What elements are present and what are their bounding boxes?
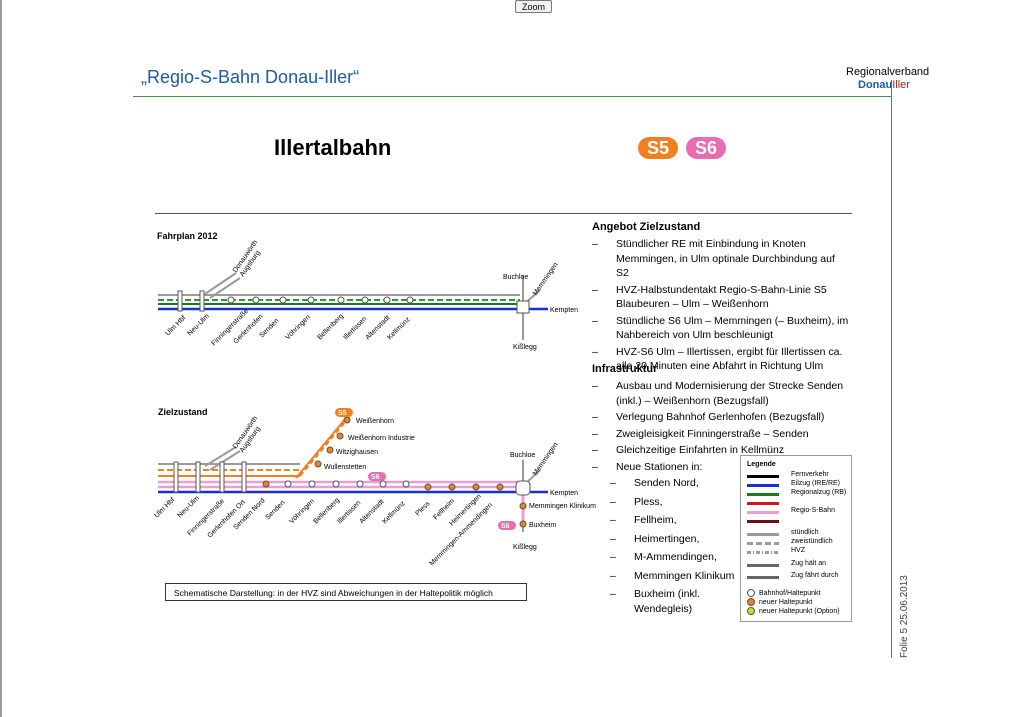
legend-neuer-haltepunkt: neuer Haltepunkt [747,597,847,609]
content-rule [155,213,852,214]
legend-zug-haelt: Zug hält an [747,559,847,571]
angebot-item: HVZ-Halbstundentakt Regio-S-Bahn-Linie S… [592,283,850,312]
new-stations-list: Senden Nord, Pless, Fellheim, Heimerting… [592,476,850,616]
svg-text:Wullenstetten: Wullenstetten [324,464,366,471]
header-rule [133,96,891,97]
infra-heading: Infrastruktur [592,363,658,375]
svg-text:S6: S6 [501,523,510,530]
schematic-note: Schematische Darstellung: in der HVZ sin… [165,583,527,601]
angebot-list: Stündlicher RE mit Einbindung in Knoten … [592,237,850,376]
side-rule [891,80,892,658]
fahrplan-title: Fahrplan 2012 [157,231,218,241]
legend-regionalzug: Regionalzug (RB) [747,488,847,500]
svg-text:S5: S5 [338,410,347,417]
legend-zweistuendlich: zweistündlich [747,537,847,549]
svg-text:Ulm Hbf: Ulm Hbf [164,315,187,338]
svg-text:Pless: Pless [414,500,431,517]
svg-text:Kißlegg: Kißlegg [513,344,537,351]
svg-text:Witzighausen: Witzighausen [336,449,378,456]
svg-text:Kempten: Kempten [550,307,578,314]
legend-eilzug: Eilzug (IRE/RE) [747,479,847,491]
window-edge [0,0,2,717]
legend-title: Legende [747,461,776,468]
s5-badge: S5 [638,137,678,159]
schematic-bottom: Ulm Hbf Neu-Ulm Finningerstraße Gerlenho… [153,408,596,567]
angebot-item: Stündlicher RE mit Einbindung in Knoten … [592,237,850,281]
svg-text:Kißlegg: Kißlegg [513,544,537,551]
legend-fernverkehr: Fernverkehr [747,470,847,482]
svg-text:Weißenhorn: Weißenhorn [356,418,394,425]
svg-text:Ulm Hbf: Ulm Hbf [153,497,176,520]
new-station: Fellheim, [592,513,850,528]
new-station: Heimertingen, [592,532,850,547]
legend-stuendlich: stündlich [747,528,847,540]
svg-text:Buchloe: Buchloe [510,452,535,459]
zielzustand-title: Zielzustand [158,407,208,417]
new-station: Memmingen Klinikum [592,569,850,584]
main-title: Illertalbahn [274,135,392,160]
svg-text:Memmingen Klinikum: Memmingen Klinikum [529,503,596,510]
svg-text:Buxheim: Buxheim [529,522,556,529]
infra-list: Ausbau und Modernisierung der Strecke Se… [592,379,850,620]
infra-item: Gleichzeitige Einfahrten in Kellmünz [592,443,850,458]
legend-bahnhof: Bahnhof/Haltepunkt [747,588,847,600]
angebot-item: HVZ-S6 Ulm – Illertissen, ergibt für Ill… [592,345,850,374]
s6-badge: S6 [686,137,726,159]
zoom-button[interactable]: Zoom [515,0,552,13]
legend-box: Legende Fernverkehr Eilzug (IRE/RE) Regi… [740,455,852,622]
svg-text:Kellmünz: Kellmünz [381,500,407,526]
svg-text:Weißenhorn Industrie: Weißenhorn Industrie [348,435,415,442]
svg-text:Senden: Senden [264,499,286,521]
svg-text:Neu-Ulm: Neu-Ulm [186,313,211,338]
angebot-heading: Angebot Zielzustand [592,221,701,233]
svg-text:Memmingen: Memmingen [532,441,560,477]
new-station: Pless, [592,495,850,510]
svg-text:Vöhringen: Vöhringen [284,314,312,342]
legend-red-line [747,497,847,509]
new-station: Senden Nord, [592,476,850,491]
svg-text:Bellenberg: Bellenberg [316,313,345,342]
svg-text:Buchloe: Buchloe [503,274,528,281]
infra-item: Zweigleisigkeit Finningerstraße – Senden [592,427,850,442]
new-station: Buxheim (inkl. Wendegleis) [592,587,734,616]
slide-header-title: „Regio-S-Bahn Donau-Iller“ [141,67,360,87]
legend-option: neuer Haltepunkt (Option) [747,606,847,618]
infra-item: Neue Stationen in: Senden Nord, Pless, F… [592,460,850,617]
new-station: M-Ammendingen, [592,550,850,565]
legend-regio-s-bahn: Regio-S-Bahn [747,506,847,518]
infra-item: Ausbau und Modernisierung der Strecke Se… [592,379,850,408]
legend-hvz: HVZ [747,546,847,558]
regionalverband-logo: Regionalverband DonauIller [846,66,930,91]
legend-zug-durch: Zug fährt durch [747,571,847,583]
svg-text:Memmingen: Memmingen [532,261,560,297]
infra-item: Verlegung Bahnhof Gerlenhofen (Bezugsfal… [592,410,850,425]
svg-text:Kempten: Kempten [550,490,578,497]
legend-dark-line [747,515,847,527]
schematic-top: Ulm Hbf Neu-Ulm Finningerstraße Gerlenho… [158,239,578,351]
angebot-item: Stündliche S6 Ulm – Memmingen (– Buxheim… [592,314,850,343]
svg-text:Neu-Ulm: Neu-Ulm [176,495,201,520]
svg-text:S6: S6 [371,474,380,481]
